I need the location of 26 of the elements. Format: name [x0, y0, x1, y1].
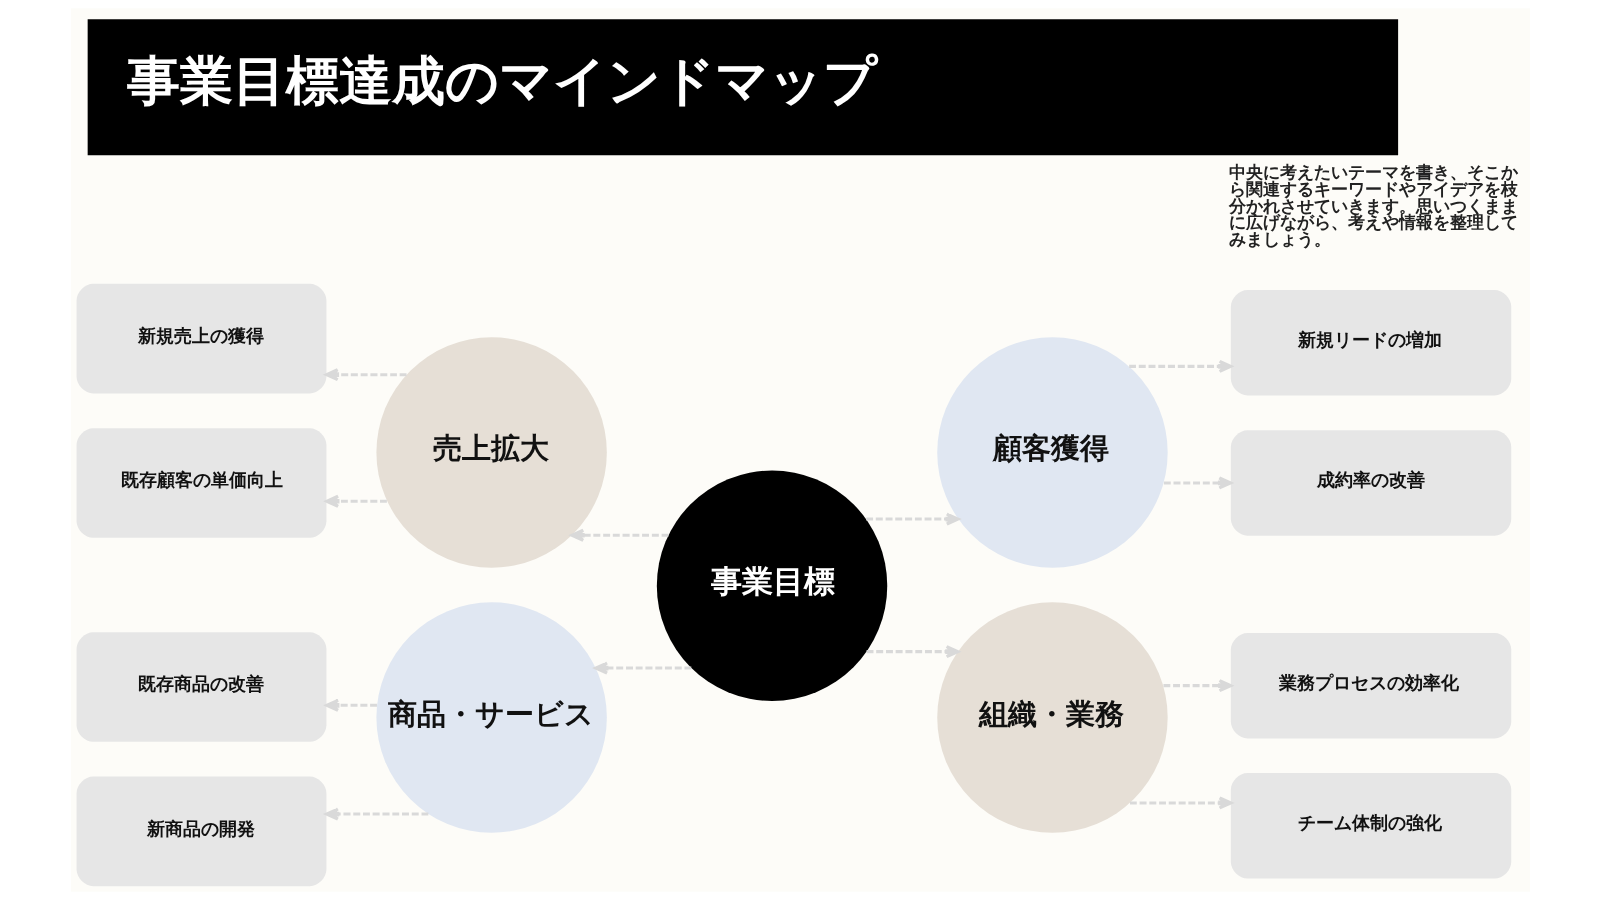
node-box: 既存商品の改善	[76, 632, 326, 742]
arrow	[324, 698, 377, 712]
node-box: 新規リードの増加	[1230, 290, 1511, 396]
label: 中央に考えたいテーマを書き、そこから関連するキーワードやアイデアを枝分かれさせていきます。思いつくままに広げながら、考えや情報を整理してみましょう。	[1228, 163, 1518, 250]
node-box: 既存顧客の単価向上	[76, 428, 326, 538]
node-circle: 売上拡大	[375, 337, 607, 568]
arrow	[324, 368, 407, 382]
arrow	[1162, 679, 1232, 693]
node-circle: 組織・業務	[936, 602, 1168, 833]
arrow	[1163, 476, 1232, 490]
node-box: 新規売上の獲得	[76, 283, 326, 394]
arrow	[324, 494, 387, 508]
node-box: 成約率の改善	[1230, 430, 1511, 536]
arrow	[593, 661, 691, 675]
node-box: 新商品の開発	[76, 776, 326, 887]
arrow	[570, 528, 668, 542]
arrow	[1128, 359, 1232, 373]
diagram-title: 事業目標達成のマインドマップ	[126, 49, 877, 111]
arrow	[866, 645, 959, 659]
arrow	[324, 807, 428, 821]
arrow	[1129, 796, 1232, 810]
node-circle: 顧客獲得	[936, 337, 1168, 568]
node-box: 業務プロセスの効率化	[1230, 632, 1511, 739]
node-box: チーム体制の強化	[1230, 773, 1511, 879]
node-circle: 事業目標	[656, 470, 887, 701]
arrow	[865, 512, 960, 526]
